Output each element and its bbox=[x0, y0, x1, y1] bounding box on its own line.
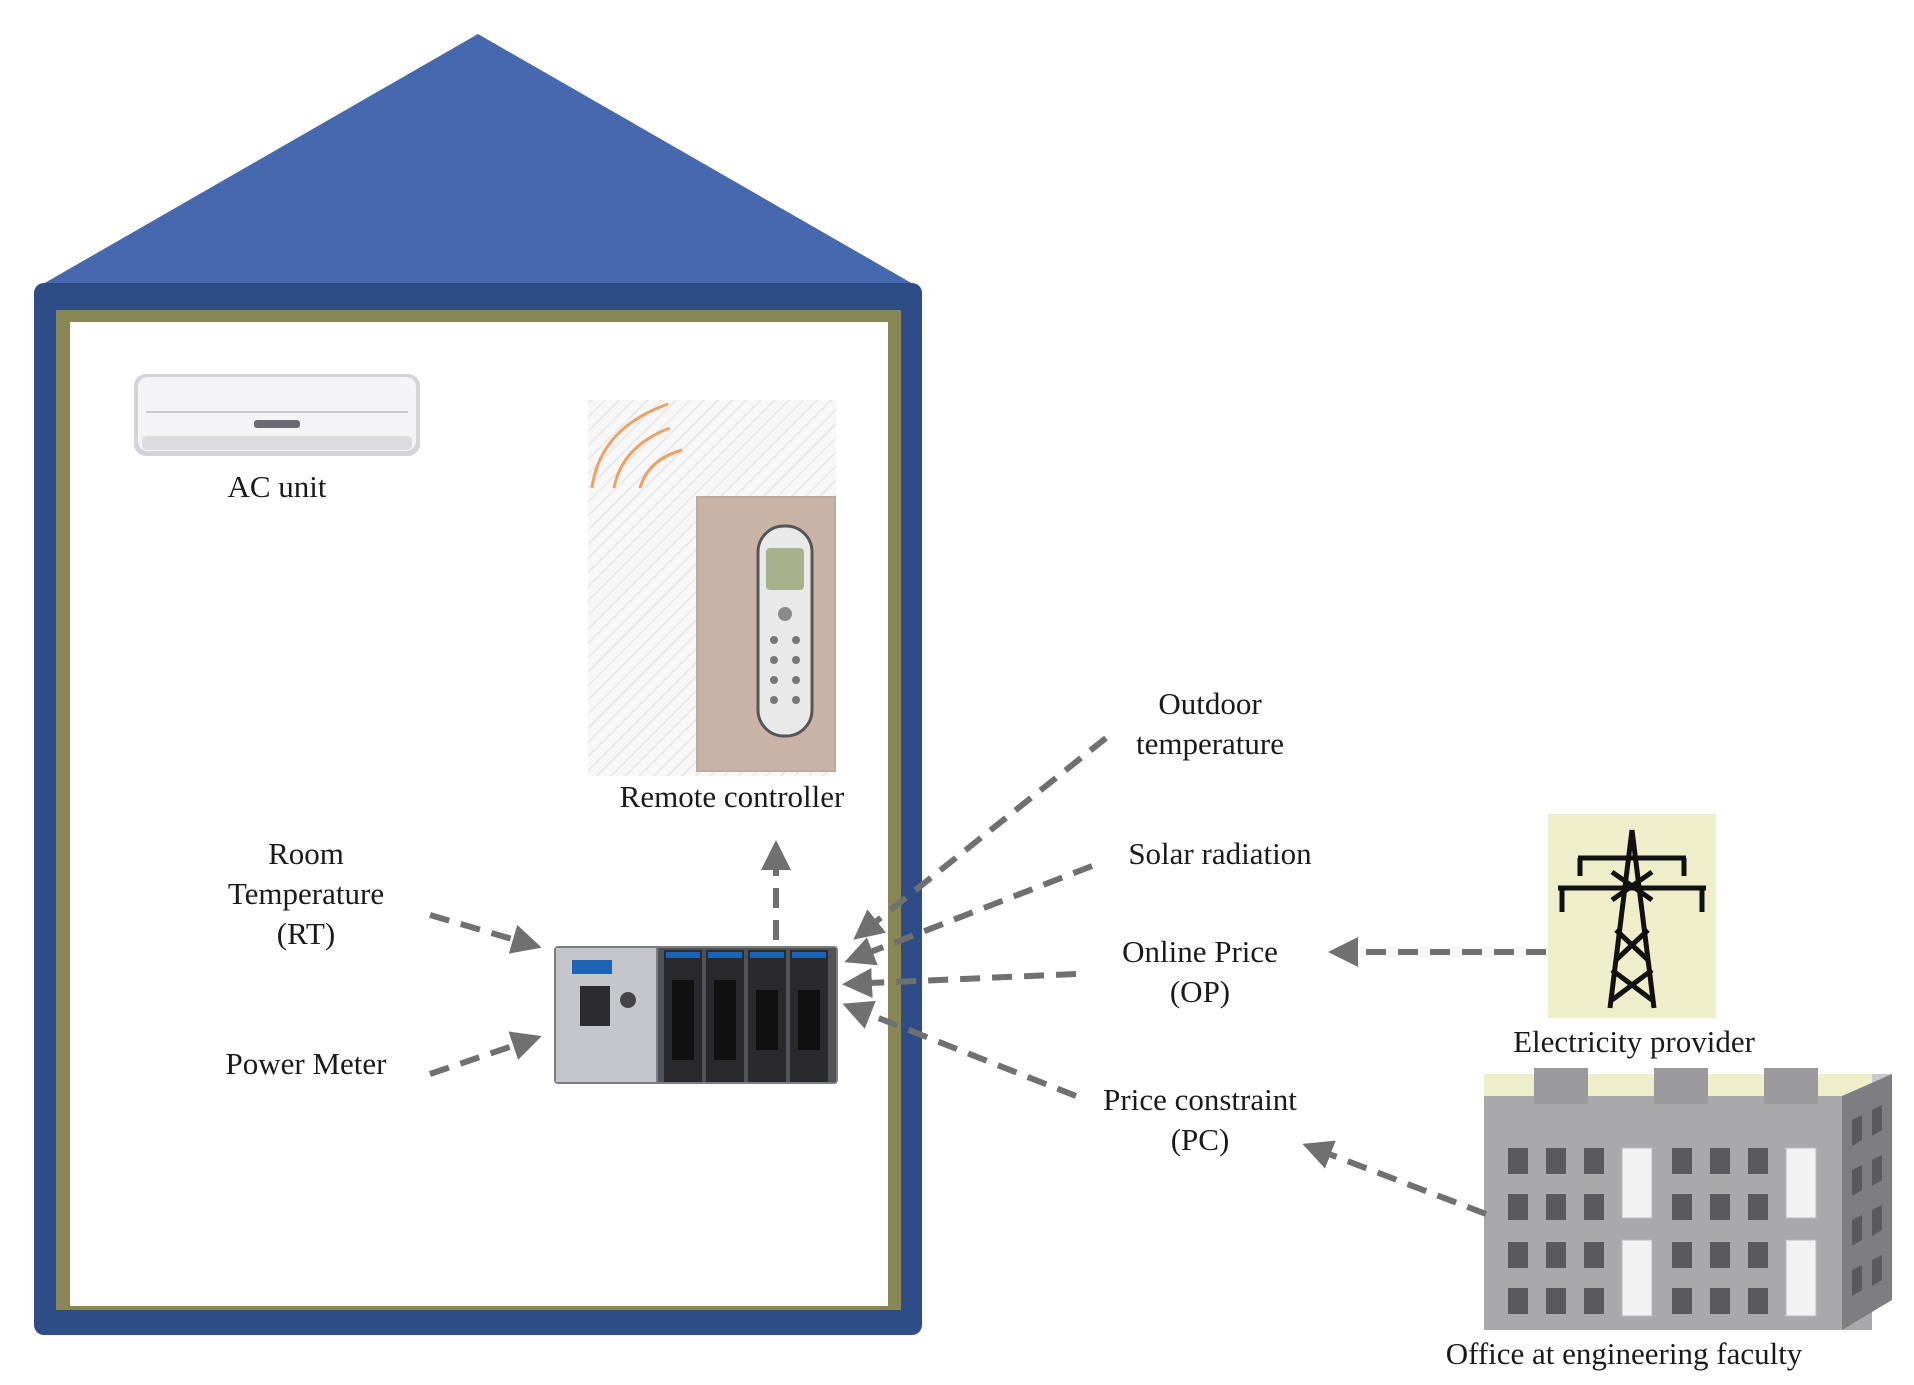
controller-chassis-icon bbox=[554, 946, 838, 1084]
house-roof bbox=[36, 34, 920, 288]
arrow-rt-to-controller bbox=[429, 912, 542, 954]
room-temperature-line-3: (RT) bbox=[276, 916, 336, 951]
solar-radiation-label: Solar radiation bbox=[1128, 836, 1312, 871]
room-temperature-line-1: Room bbox=[268, 836, 344, 871]
outdoor-temperature-line-2: temperature bbox=[1135, 726, 1285, 761]
remote-controller-icon bbox=[588, 400, 836, 776]
online-price-label: Online Price (OP) bbox=[1070, 932, 1330, 1012]
remote-controller-label: Remote controller bbox=[619, 779, 845, 814]
ac-unit-icon bbox=[134, 374, 420, 456]
power-meter-label: Power Meter bbox=[225, 1046, 387, 1081]
room-temperature-label: Room Temperature (RT) bbox=[176, 834, 436, 954]
online-price-line-1: Online Price bbox=[1122, 934, 1278, 969]
office-building-icon bbox=[1484, 1068, 1892, 1330]
online-price-line-2: (OP) bbox=[1169, 974, 1231, 1009]
electricity-provider-label: Electricity provider bbox=[1513, 1024, 1755, 1059]
price-constraint-line-2: (PC) bbox=[1170, 1122, 1230, 1157]
outdoor-temperature-line-1: Outdoor bbox=[1158, 686, 1262, 721]
arrow-power-meter-to-controller bbox=[429, 1031, 542, 1077]
price-constraint-line-1: Price constraint bbox=[1103, 1082, 1297, 1117]
arrow-pc-to-controller bbox=[842, 1000, 1078, 1099]
ac-unit-label: AC unit bbox=[227, 469, 327, 504]
outdoor-temperature-label: Outdoor temperature bbox=[1080, 684, 1340, 764]
arrow-solar-to-controller bbox=[844, 863, 1094, 966]
transmission-tower-icon bbox=[1548, 814, 1716, 1018]
arrow-outdoor-temp-to-controller bbox=[853, 735, 1108, 940]
arrow-op-to-controller bbox=[842, 967, 1077, 998]
price-constraint-label: Price constraint (PC) bbox=[1060, 1080, 1340, 1160]
room-temperature-line-2: Temperature bbox=[227, 876, 385, 911]
office-label: Office at engineering faculty bbox=[1445, 1336, 1803, 1371]
